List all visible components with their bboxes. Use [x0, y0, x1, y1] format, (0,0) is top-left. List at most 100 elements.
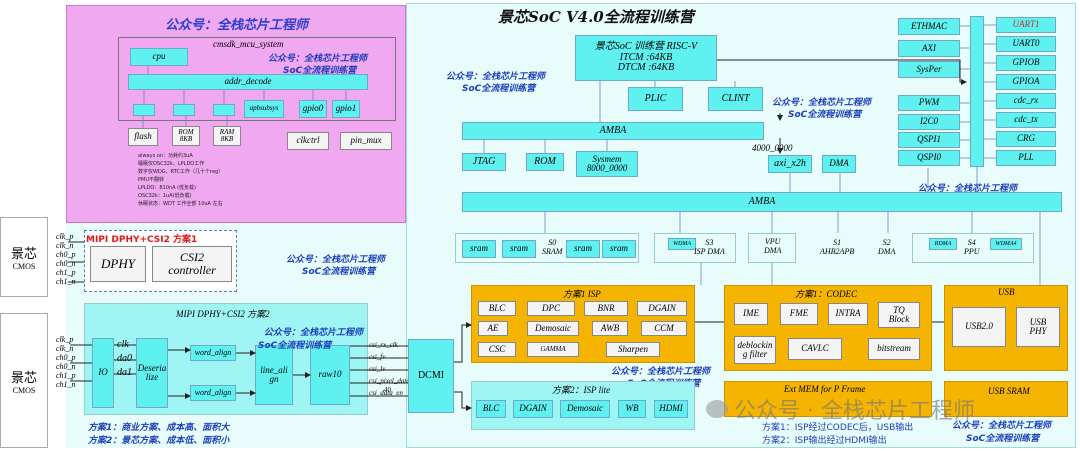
gpioa-block: GPIOA — [996, 74, 1056, 90]
gpio1-block: gpio1 — [332, 100, 360, 118]
plan1-note: 方案1：商业方案、成本高、面积大 — [88, 423, 230, 433]
isp-ccm-block: CCM — [641, 321, 687, 336]
codec-intra-block: INTRA — [828, 303, 868, 325]
isp-dpc-block: DPC — [527, 301, 575, 316]
wdma4-block: WDMA4 — [990, 238, 1022, 250]
signal-label: csi_pixel_data — [369, 377, 410, 385]
isp-awb-block: AWB — [592, 321, 628, 336]
csi2-controller-block: CSI2 controller — [152, 246, 232, 282]
isp-ae-block: AE — [478, 321, 508, 336]
signal-label: csi_data_en — [369, 389, 403, 397]
isp-blc-block: BLC — [478, 301, 516, 316]
riscv-core: 景芯SoC 训练营 RISC-V ITCM :64KB DTCM :64KB — [575, 35, 717, 81]
mcu-wm-1: 公众号：全栈芯片工程师 — [268, 54, 368, 64]
mcu-subsystem-frame — [118, 37, 396, 121]
isp1-title: 方案1 ISP — [563, 289, 601, 299]
mcu-note: 睡眠仅OSC32k、LPLDO工作 — [138, 161, 205, 167]
mcu-note: always on：功耗约3uA — [138, 153, 193, 159]
plan2-note: 方案2：景芯方案、成本低、面积小 — [88, 436, 230, 446]
bottom-note-2: 方案2：ISP输出经过HDMI输出 — [762, 436, 887, 446]
isp-sharpen-block: Sharpen — [606, 342, 660, 357]
mcu-notes: always on：功耗约3uA 睡眠仅OSC32k、LPLDO工作 数字仅WD… — [138, 152, 223, 208]
crg-block: CRG — [996, 131, 1056, 147]
cmos-sub-label: CMOS — [12, 385, 36, 395]
wdma-block: WDMA — [668, 238, 696, 250]
wm-bottom-1: 公众号：全栈芯片工程师 — [952, 421, 1052, 431]
ext-mem-region — [724, 381, 932, 417]
cmos-label: 景芯 — [10, 370, 37, 386]
isp-dgain-block: DGAIN — [637, 301, 687, 316]
jtag-block: JTAG — [462, 153, 506, 171]
wm-top-1: 公众号：全栈芯片工程师 — [446, 72, 546, 82]
s4-group — [912, 233, 1034, 263]
wm-mid-2: SoC全流程训练营 — [788, 110, 862, 120]
apb-bridge-column — [970, 16, 984, 167]
signal-label: csi_lv — [369, 365, 386, 373]
clint-block: CLINT — [708, 87, 763, 111]
isp-lite-hdmi-block: HDMI — [654, 400, 688, 418]
wm-isp-1: 公众号：全栈芯片工程师 — [611, 367, 711, 377]
isp-csc-block: CSC — [478, 342, 516, 357]
s0-sram-label: S0 SRAM — [542, 238, 563, 256]
s3-group — [654, 233, 736, 263]
codec-ime-block: IME — [734, 303, 768, 325]
rom-block: ROM — [526, 153, 564, 171]
bottom-note-1: 方案1：ISP经过CODEC后，USB输出 — [762, 423, 914, 433]
wechat-icon — [706, 400, 728, 418]
pin-label: ch1_p — [56, 268, 76, 277]
pin-label: clk_p — [56, 335, 74, 344]
pin-label: ch1_p — [56, 371, 76, 380]
uart1-block: UART1 — [996, 17, 1056, 33]
rdma-block: RDMA — [929, 238, 957, 250]
io-pin-label: da0 — [117, 353, 132, 364]
isp2-title: 方案2：ISP lite — [552, 385, 611, 395]
mcu-note: 休眠状态：WDT 工作全部 10uA 左右 — [138, 201, 223, 207]
mcu-subsystem-title: cmsdk_mcu_system — [213, 39, 284, 49]
cmos-sub-label: CMOS — [12, 262, 36, 271]
wm-top-2: SoC全流程训练营 — [462, 84, 536, 94]
signal-label: csi_rx_clk — [369, 341, 398, 349]
big-watermark: 公众号 · 全栈芯片工程师 — [706, 393, 975, 425]
deserialize-block: Deseria lize — [136, 338, 168, 408]
raw10-block: raw10 — [310, 345, 350, 405]
line-align-block: line_ali gn — [255, 345, 293, 405]
pin-label: ch0_n — [56, 362, 76, 371]
addr-decode-block: addr_decode — [128, 74, 368, 90]
itcm-label: ITCM :64KB — [619, 51, 673, 63]
cdc-tx-block: cdc_tx — [996, 112, 1056, 128]
mcu-watermark-title: 公众号：全栈芯片工程师 — [165, 18, 309, 33]
wm-bottom-2: SoC全流程训练营 — [966, 434, 1040, 444]
vpu-dma-label: VPU DMA — [764, 237, 782, 255]
bus-port-3 — [213, 104, 235, 116]
ram-8kb-block: RAM 8KB — [213, 126, 241, 146]
plic-block: PLIC — [628, 87, 683, 111]
bus-port-2 — [173, 104, 195, 116]
big-watermark-text: 公众号 · 全栈芯片工程师 — [734, 399, 975, 424]
cmos-label: 景芯 — [10, 247, 37, 262]
isp-bnr-block: BNR — [584, 301, 628, 316]
qspi0-block: QSPI0 — [898, 150, 960, 166]
sysmem-block: Sysmem 8000_0000 — [576, 151, 638, 177]
pin-label: ch0_n — [56, 259, 76, 268]
isp-lite-demosaic-block: Demosaic — [560, 400, 610, 418]
amba-bus-1: AMBA — [462, 122, 764, 140]
sram-block: sram — [462, 240, 496, 258]
usb-sram-region — [944, 381, 1068, 417]
cmos-sensor-2: 景芯 CMOS — [0, 313, 48, 448]
mcu-note: PMU不翻转 — [138, 177, 164, 183]
isp-demosaic-block: Demosaic — [527, 321, 579, 336]
signal-label: csi_fv — [369, 353, 386, 361]
isp-lite-wb-block: WB — [618, 400, 646, 418]
codec-deblocking-block: deblockin g filter — [734, 336, 776, 364]
io-pin-label: da1 — [117, 367, 132, 378]
clkctrl-block: clkctrl — [287, 132, 329, 150]
pin-mux-block: pin_mux — [340, 132, 392, 150]
s1-ahb2apb-label: S1 AHB2APB — [820, 238, 855, 256]
io-block: IO — [92, 338, 114, 408]
sram-block: sram — [602, 240, 636, 258]
qspi1-block: QSPI1 — [898, 132, 960, 148]
ext-mem-title: Ext MEM for P Frame — [784, 384, 866, 394]
usb2-block: USB2.0 — [952, 307, 1006, 347]
axi-block: AXI — [898, 40, 960, 57]
